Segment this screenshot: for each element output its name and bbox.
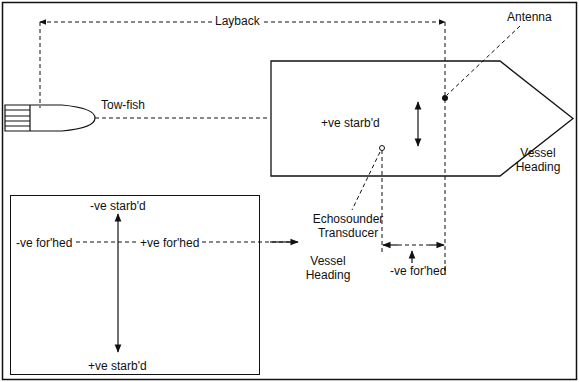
- offset-arrow: [383, 244, 398, 245]
- layback-tick: [40, 22, 41, 108]
- antenna-dot: [442, 95, 448, 101]
- axis-label: +ve for'hed: [139, 236, 200, 250]
- annotation-label: -ve for'hed: [390, 264, 446, 278]
- offset-dash: [398, 245, 429, 246]
- axis-label: -ve for'hed: [15, 236, 73, 250]
- annotation-label: Vessel Heading: [298, 254, 358, 282]
- annotation-label: Tow-fish: [101, 98, 145, 112]
- annotation-label: Layback: [214, 14, 261, 28]
- annotation-label: Echosounder Transducer: [300, 212, 396, 240]
- tow-line: [95, 118, 270, 119]
- starboard-axis: [117, 214, 118, 352]
- offset-arrow: [429, 244, 444, 245]
- axis-label: +ve starb'd: [320, 116, 381, 130]
- frame: [3, 3, 577, 380]
- transducer-leader: [352, 152, 380, 210]
- axis-label: -ve starb'd: [89, 199, 147, 213]
- sign-convention-box: -ve starb'd -ve for'hed +ve for'hed +ve sta…: [10, 195, 260, 375]
- pointer-arrow: [411, 251, 412, 263]
- tow-fish-fins: [5, 105, 30, 131]
- tow-fish-body: [5, 105, 95, 131]
- axis-label: +ve starb'd: [87, 359, 148, 373]
- transducer-reference: [382, 150, 383, 252]
- annotation-label: Antenna: [507, 10, 552, 24]
- transducer-dot: [380, 146, 385, 151]
- antenna-reference: [445, 22, 446, 272]
- starboard-arrow: [417, 102, 418, 146]
- annotation-label: Vessel Heading: [506, 146, 570, 174]
- vessel-hull: [271, 61, 573, 176]
- heading-arrowhead: [270, 241, 298, 242]
